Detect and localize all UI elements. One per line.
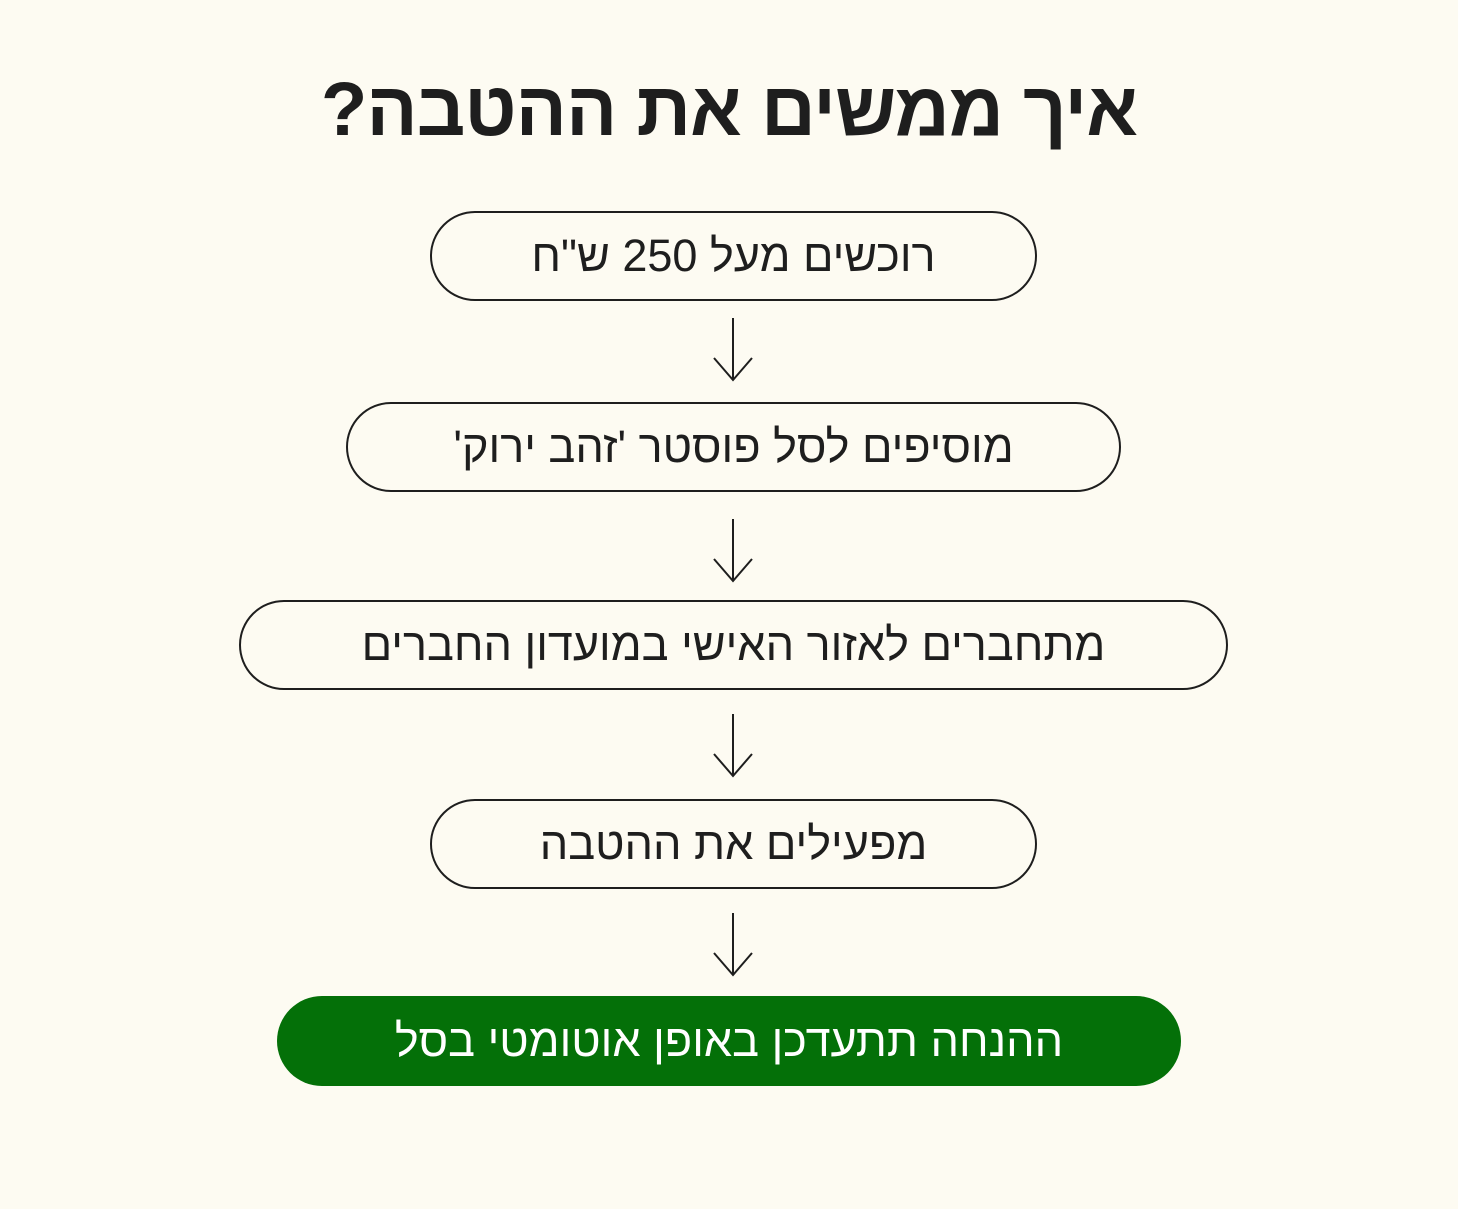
down-arrow-icon — [713, 913, 753, 977]
down-arrow-icon — [713, 519, 753, 583]
down-arrow-icon — [713, 318, 753, 382]
step-2-label: מוסיפים לסל פוסטר 'זהב ירוק' — [453, 421, 1014, 472]
down-arrow-icon — [713, 714, 753, 778]
step-1-label: רוכשים מעל 250 ש"ח — [531, 230, 936, 281]
step-4-box: מפעילים את ההטבה — [430, 799, 1037, 889]
step-4-label: מפעילים את ההטבה — [539, 818, 928, 869]
step-3-label: מתחברים לאזור האישי במועדון החברים — [361, 619, 1106, 670]
step-3-box: מתחברים לאזור האישי במועדון החברים — [239, 600, 1228, 690]
step-2-box: מוסיפים לסל פוסטר 'זהב ירוק' — [346, 402, 1121, 492]
step-1-box: רוכשים מעל 250 ש"ח — [430, 211, 1037, 301]
step-5-label: ההנחה תתעדכן באופן אוטומטי בסל — [394, 1015, 1064, 1066]
page-title: איך ממשים את ההטבה? — [320, 67, 1138, 152]
step-5-final-box: ההנחה תתעדכן באופן אוטומטי בסל — [277, 996, 1181, 1086]
